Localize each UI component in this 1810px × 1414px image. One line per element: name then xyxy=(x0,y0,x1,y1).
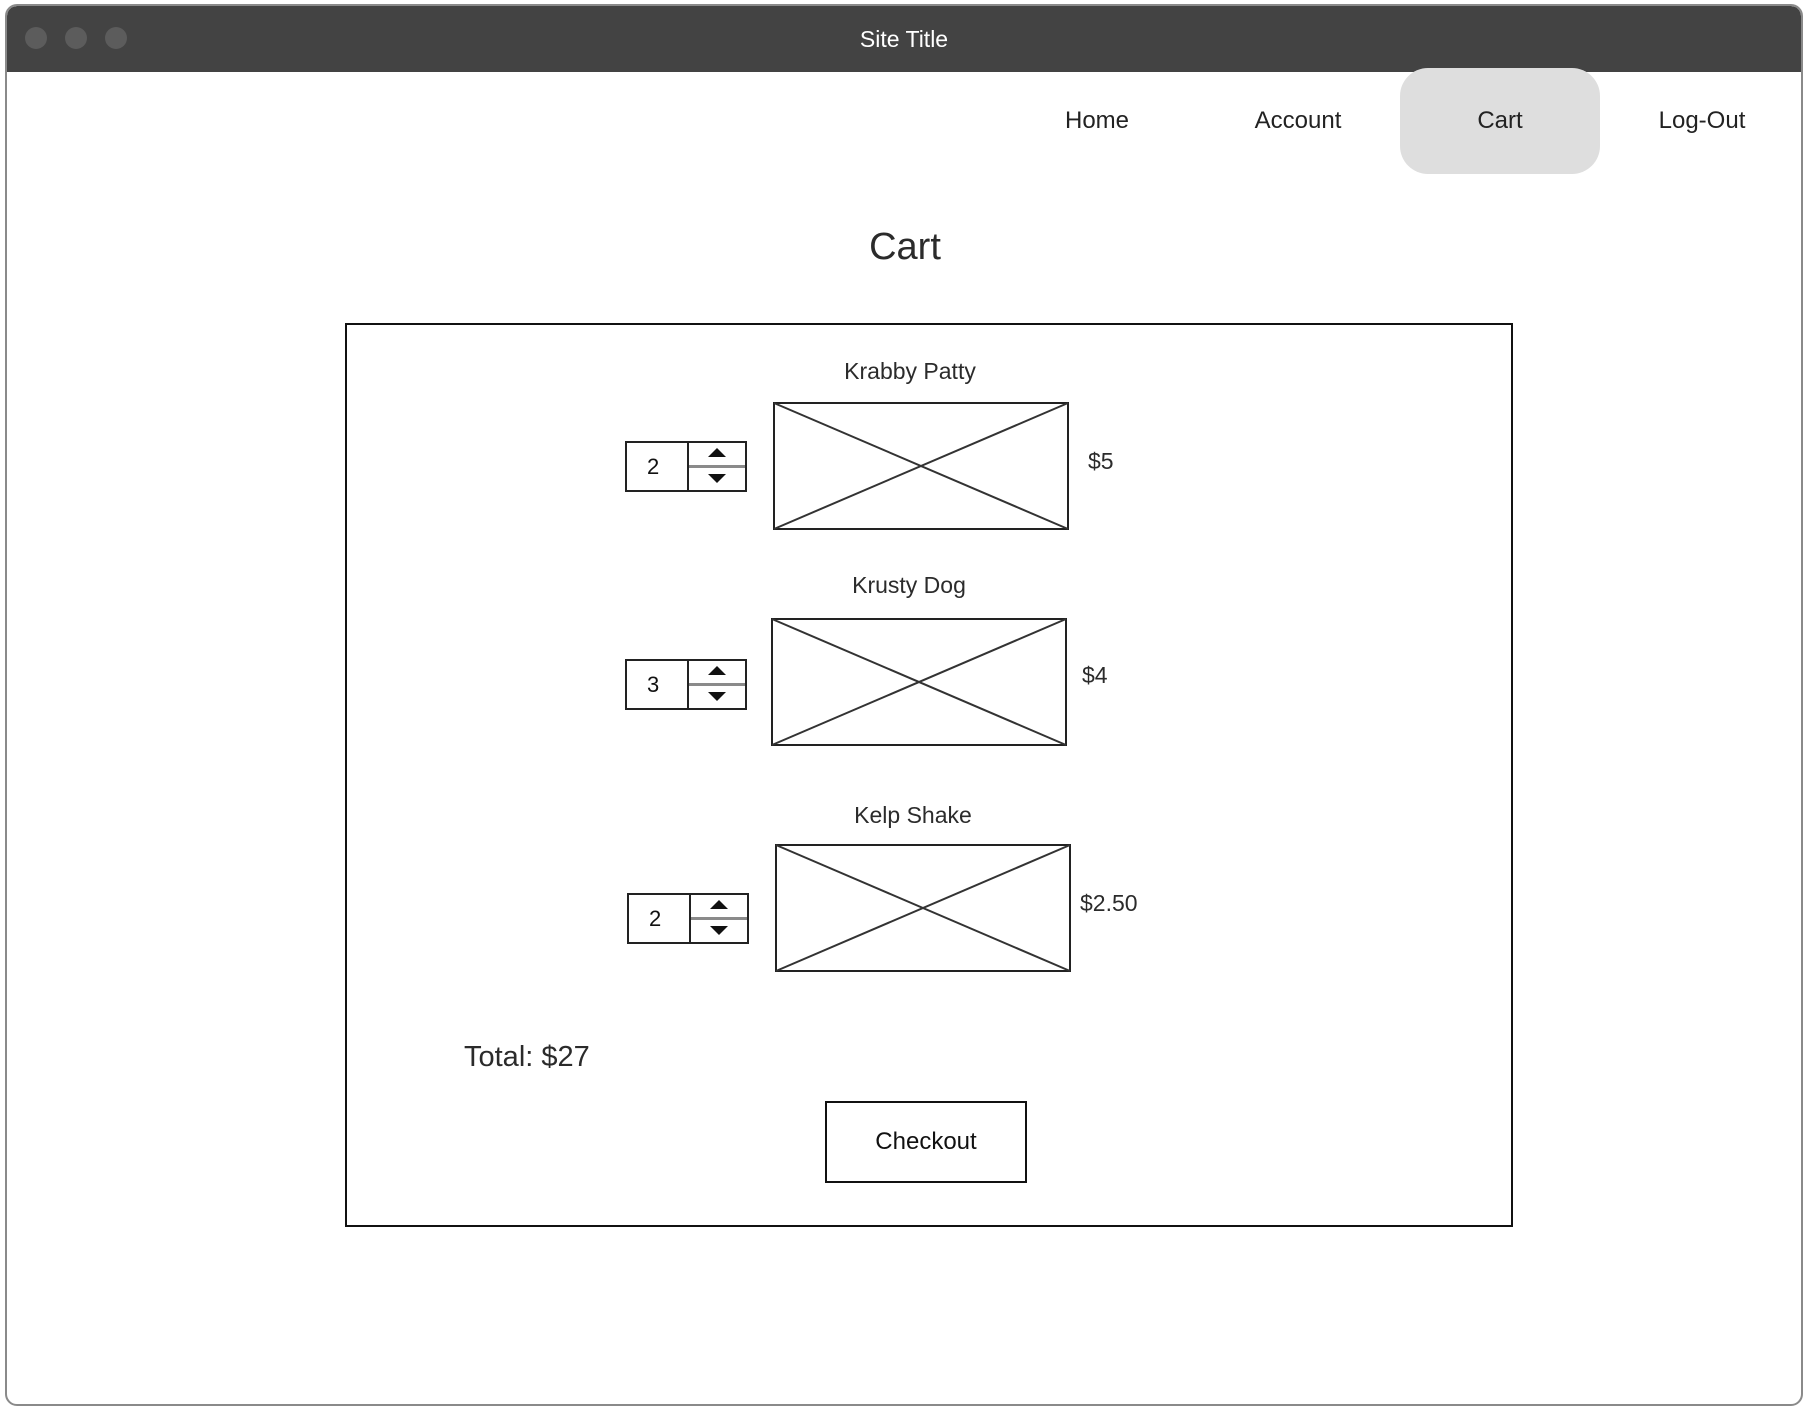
cart-panel: Krabby Patty 2 $5 Krusty Dog 3 $4 Kelp S… xyxy=(345,323,1513,1227)
cart-item-name: Kelp Shake xyxy=(854,802,972,828)
window-maximize-dot[interactable] xyxy=(105,27,127,49)
cart-item-name: Krabby Patty xyxy=(844,358,976,384)
cart-item-price: $5 xyxy=(1088,448,1114,474)
checkout-button[interactable]: Checkout xyxy=(825,1101,1027,1183)
nav-cart[interactable]: Cart xyxy=(1400,68,1600,174)
quantity-value[interactable]: 2 xyxy=(627,443,689,490)
quantity-stepper[interactable]: 2 xyxy=(627,893,749,944)
window-title: Site Title xyxy=(859,26,949,52)
quantity-down-arrow-icon[interactable] xyxy=(689,468,745,490)
cart-item-price: $4 xyxy=(1082,662,1108,688)
window-titlebar: Site Title xyxy=(7,6,1801,72)
image-placeholder-icon xyxy=(773,402,1069,530)
image-placeholder-icon xyxy=(771,618,1067,746)
cart-total: Total: $27 xyxy=(464,1041,590,1073)
quantity-up-arrow-icon[interactable] xyxy=(689,443,745,468)
window-minimize-dot[interactable] xyxy=(65,27,87,49)
quantity-value[interactable]: 3 xyxy=(627,661,689,708)
quantity-down-arrow-icon[interactable] xyxy=(689,686,745,708)
quantity-up-arrow-icon[interactable] xyxy=(689,661,745,686)
quantity-stepper[interactable]: 3 xyxy=(625,659,747,710)
cart-item-name: Krusty Dog xyxy=(852,572,966,598)
quantity-up-arrow-icon[interactable] xyxy=(691,895,747,920)
cart-item-price: $2.50 xyxy=(1080,890,1138,916)
nav-account[interactable]: Account xyxy=(1254,107,1342,134)
page-title: Cart xyxy=(869,226,941,268)
quantity-value[interactable]: 2 xyxy=(629,895,691,942)
nav-home[interactable]: Home xyxy=(1064,107,1130,134)
quantity-stepper[interactable]: 2 xyxy=(625,441,747,492)
nav-log-out[interactable]: Log-Out xyxy=(1658,107,1746,134)
window-close-dot[interactable] xyxy=(25,27,47,49)
image-placeholder-icon xyxy=(775,844,1071,972)
quantity-down-arrow-icon[interactable] xyxy=(691,920,747,942)
